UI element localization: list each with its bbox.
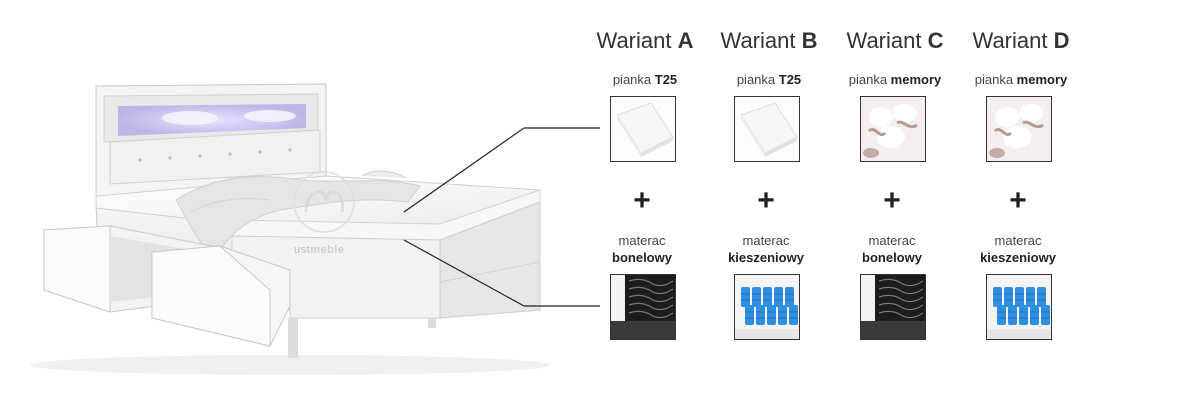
watermark-logo-text: ustmeble (294, 244, 345, 256)
memory-foam-icon (986, 96, 1052, 162)
foam-label: pianka memory (974, 72, 1068, 87)
pocket-spring-icon (734, 274, 800, 340)
t25-foam-icon (734, 96, 800, 162)
foam-label: pianka T25 (736, 72, 802, 87)
boxspring-bed-image (30, 83, 550, 375)
plus-sign: + (1009, 184, 1027, 217)
foam-label: pianka memory (848, 72, 942, 87)
foam-label: pianka T25 (612, 72, 678, 87)
variant-title: Wariant A (596, 28, 694, 53)
bonnell-spring-icon (860, 274, 926, 340)
pocket-spring-icon (986, 274, 1052, 340)
plus-sign: + (883, 184, 901, 217)
watermark-logo-icon (293, 171, 355, 233)
variant-title: Wariant C (846, 28, 944, 53)
bonnell-spring-icon (610, 274, 676, 340)
t25-foam-icon (610, 96, 676, 162)
bed-illustration: ustmeble (30, 83, 550, 375)
plus-sign: + (757, 184, 775, 217)
plus-sign: + (633, 184, 651, 217)
memory-foam-icon (860, 96, 926, 162)
variant-title: Wariant B (720, 28, 818, 53)
variant-title: Wariant D (972, 28, 1070, 53)
